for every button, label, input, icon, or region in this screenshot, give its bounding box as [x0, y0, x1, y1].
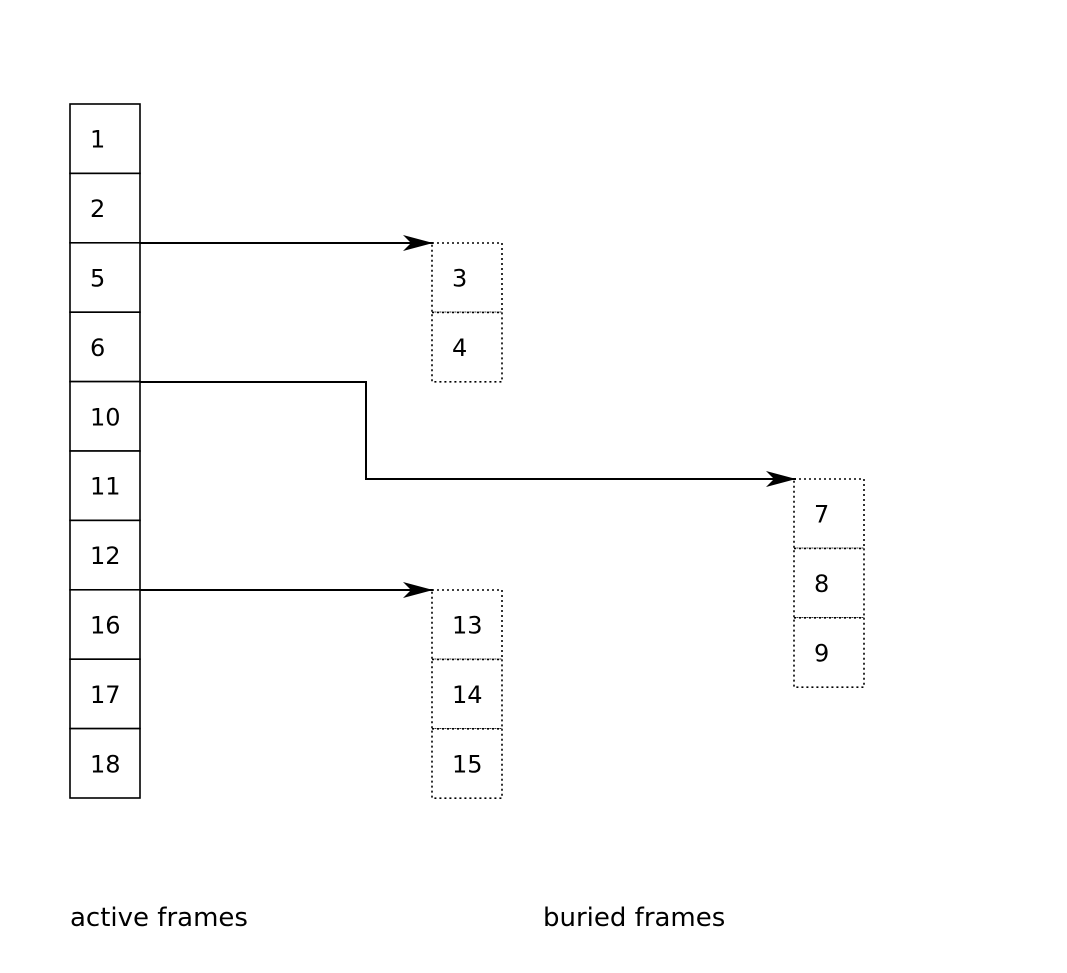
buried-frame-cell-label-15: 15 [452, 751, 483, 779]
active-frame-cell-label-12: 12 [90, 542, 121, 570]
buried-frame-cell-8 [793, 547, 865, 619]
arrow-to-buried-7-9 [140, 381, 796, 487]
active-frame-cell-16 [69, 588, 141, 660]
active-frames-caption: active frames [70, 903, 248, 933]
active-frame-cell-2 [69, 172, 141, 244]
active-frame-cell-label-10: 10 [90, 403, 121, 431]
active-frame-cell-label-6: 6 [90, 334, 105, 362]
active-frame-cell-11 [69, 450, 141, 522]
buried-frame-cell-3 [431, 242, 503, 314]
buried-frame-cell-label-4: 4 [452, 334, 467, 362]
active-frame-cell-6 [69, 311, 141, 383]
buried-frame-cell-7 [793, 478, 865, 550]
buried-frame-cell-label-7: 7 [814, 501, 829, 529]
active-frame-cell-label-11: 11 [90, 473, 121, 501]
active-frame-cell-label-1: 1 [90, 126, 105, 154]
buried-stack-7-9: 7 8 9 [793, 478, 865, 688]
buried-frame-cell-4 [431, 311, 503, 383]
active-frame-cell-label-16: 16 [90, 612, 121, 640]
buried-frame-cell-14 [431, 658, 503, 730]
active-frame-cell-1 [69, 103, 141, 175]
buried-frame-cell-label-14: 14 [452, 681, 483, 709]
buried-frame-cell-label-3: 3 [452, 265, 467, 293]
active-frame-cell-label-5: 5 [90, 265, 105, 293]
active-frame-cell-18 [69, 727, 141, 799]
buried-frames-caption: buried frames [543, 903, 726, 933]
active-frame-cell-label-2: 2 [90, 195, 105, 223]
buried-frame-cell-label-8: 8 [814, 570, 829, 598]
buried-frame-cell-9 [793, 616, 865, 688]
buried-frame-cell-15 [431, 727, 503, 799]
active-frame-cell-label-18: 18 [90, 750, 121, 778]
buried-stack-13-15: 13 14 15 [431, 589, 503, 799]
buried-frame-cell-13 [431, 589, 503, 661]
buried-stack-3-4: 34 [431, 242, 503, 383]
active-frame-cell-label-17: 17 [90, 681, 121, 709]
buried-frame-cell-label-9: 9 [814, 640, 829, 668]
buried-frame-cell-label-13: 13 [452, 612, 483, 640]
